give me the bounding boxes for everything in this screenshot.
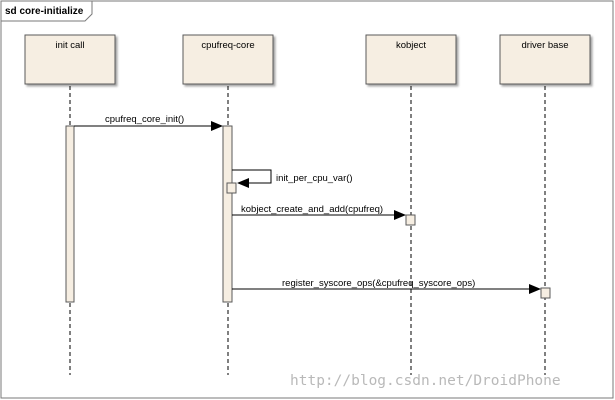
participant-init-call[interactable]: init call	[24, 34, 116, 85]
participant-driver-base[interactable]: driver base	[499, 34, 591, 85]
participant-box	[365, 34, 457, 85]
message-arrowhead	[529, 284, 541, 294]
message-arrowhead	[237, 178, 249, 188]
message-arrowhead	[211, 121, 223, 131]
participant-label: kobject	[396, 40, 426, 51]
activation-bar-self-call	[226, 182, 237, 194]
message-label: register_syscore_ops(&cpufreq_syscore_op…	[282, 278, 475, 289]
frame-title-tab	[0, 0, 93, 22]
participant-box	[182, 34, 274, 85]
message-kobject-create-and-add[interactable]: kobject_create_and_add(cpufreq)	[232, 204, 406, 220]
participant-kobject[interactable]: kobject	[365, 34, 457, 85]
message-arrow-line	[232, 169, 272, 184]
activation-bar-kobject	[405, 214, 416, 226]
participant-label: driver base	[522, 40, 569, 51]
message-label: init_per_cpu_var()	[276, 173, 353, 184]
participant-cpufreq-core[interactable]: cpufreq-core	[182, 34, 274, 85]
participant-label: init call	[55, 40, 84, 51]
participant-label: cpufreq-core	[201, 40, 254, 51]
message-label: cpufreq_core_init()	[105, 114, 184, 125]
participant-box	[499, 34, 591, 85]
watermark-text: http://blog.csdn.net/DroidPhone	[290, 373, 561, 389]
message-arrowhead	[394, 210, 406, 220]
activation-bar-cpufreq-core	[222, 125, 233, 303]
frame-title: sd core-initialize	[5, 6, 84, 17]
message-cpufreq-core-init[interactable]: cpufreq_core_init()	[74, 114, 223, 131]
message-register-syscore-ops[interactable]: register_syscore_ops(&cpufreq_syscore_op…	[232, 278, 541, 294]
activation-bar-driver-base	[540, 287, 551, 299]
message-init-per-cpu-var[interactable]: init_per_cpu_var()	[232, 169, 353, 188]
activation-bar-init-call	[65, 125, 75, 303]
message-label: kobject_create_and_add(cpufreq)	[241, 204, 383, 215]
participant-box	[24, 34, 116, 85]
